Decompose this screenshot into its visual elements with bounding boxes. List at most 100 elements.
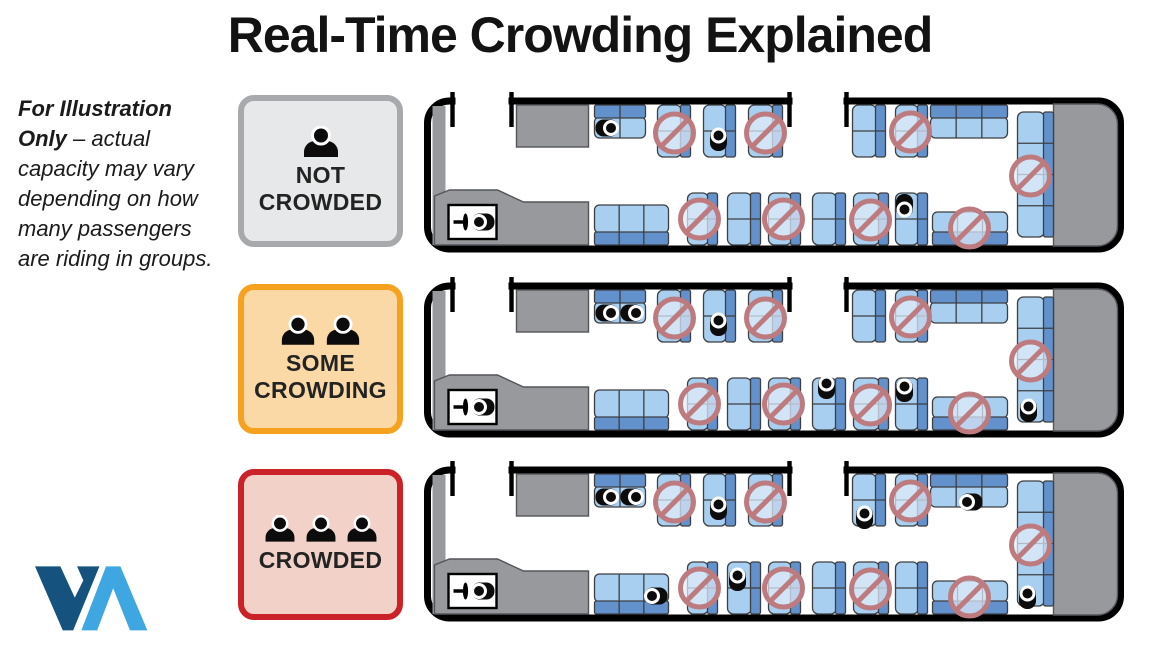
door-post — [509, 92, 514, 127]
door-post — [844, 461, 849, 496]
blocked-seat-icon — [653, 296, 696, 340]
seat-bottom-side-bench — [593, 204, 670, 246]
wheel-well-block — [515, 289, 590, 333]
blocked-seat-icon — [849, 198, 892, 242]
rider-count-icons — [301, 126, 341, 157]
person-head — [603, 305, 619, 321]
passenger-icon — [896, 378, 913, 402]
no-symbol-slash — [660, 118, 689, 148]
blocked-seat-icon — [1009, 339, 1052, 383]
door-post — [450, 277, 455, 312]
blocked-seat-icon — [762, 382, 805, 426]
person-icon — [281, 314, 315, 345]
seat-bot-pair-2 — [726, 377, 762, 431]
passenger-icon — [620, 304, 644, 322]
bus-body — [424, 92, 1124, 253]
no-symbol-slash — [856, 574, 885, 604]
passenger-icon — [856, 505, 873, 529]
person-head — [603, 489, 619, 505]
person-head — [896, 378, 913, 395]
blocked-seat-icon — [678, 382, 721, 426]
no-symbol-slash — [660, 487, 689, 517]
rider-count-icons — [263, 515, 379, 542]
disclaimer-lead: For Illustration Only — [18, 96, 172, 151]
person-head — [471, 583, 487, 599]
no-symbol-slash — [856, 390, 885, 420]
passenger-icon — [1020, 398, 1037, 422]
bus-body — [424, 277, 1124, 438]
blocked-seat-icon — [762, 197, 805, 241]
rear-engine-block — [1052, 472, 1119, 616]
steering-wheel-icon — [462, 582, 469, 600]
blocked-seat-icon — [849, 567, 892, 611]
no-symbol-slash — [769, 573, 798, 603]
steering-wheel-icon — [462, 398, 469, 416]
no-symbol-slash — [685, 389, 714, 419]
blocked-seat-icon — [889, 110, 932, 154]
person-icon — [303, 126, 338, 157]
blocked-seat-icon — [762, 566, 805, 610]
person-head — [644, 588, 660, 604]
door-post — [450, 92, 455, 127]
no-symbol-slash — [685, 573, 714, 603]
person-head — [1020, 398, 1037, 415]
driver-icon — [471, 213, 495, 231]
blocked-seat-icon — [849, 383, 892, 427]
passenger-icon — [710, 312, 727, 336]
no-symbol-slash — [896, 117, 925, 147]
seat-back — [593, 600, 670, 615]
seat-back — [593, 416, 670, 431]
person-head — [710, 127, 727, 144]
person-head — [710, 496, 727, 513]
rider-count-icons — [279, 314, 362, 345]
blocked-seat-icon — [653, 480, 696, 524]
seat-back — [929, 289, 1009, 304]
person-head — [856, 505, 873, 522]
person-head — [471, 214, 487, 230]
seat-bot-pair-6 — [894, 561, 929, 615]
blocked-seat-icon — [678, 566, 721, 610]
blocked-seat-icon — [678, 197, 721, 241]
person-icon — [326, 314, 360, 345]
person-head — [729, 567, 746, 584]
vta-logo-v-shape — [31, 564, 103, 633]
blocked-seat-icon — [744, 111, 787, 155]
vta-logo-a-shape — [77, 564, 152, 633]
seat-top-pair-4 — [851, 289, 887, 343]
door-opening — [455, 95, 509, 107]
door-post — [787, 277, 792, 312]
person-head — [959, 494, 975, 510]
passenger-icon — [644, 587, 668, 605]
door-opening — [792, 95, 844, 107]
blocked-seat-icon — [744, 296, 787, 340]
blocked-seat-icon — [1009, 523, 1052, 567]
blocked-seat-icon — [889, 479, 932, 523]
no-symbol-slash — [1016, 530, 1045, 560]
seat-back — [593, 231, 670, 246]
passenger-icon — [818, 375, 835, 399]
seat-bot-pair-2 — [726, 192, 762, 246]
no-symbol-slash — [896, 486, 925, 516]
seat-bot-pair-4 — [811, 561, 847, 615]
door-post — [787, 461, 792, 496]
wheel-well-block — [515, 473, 590, 517]
blocked-seat-icon — [744, 480, 787, 524]
door-post — [450, 461, 455, 496]
door-opening — [792, 280, 844, 292]
driver-icon — [471, 582, 495, 600]
passenger-icon — [710, 496, 727, 520]
passenger-icon — [595, 488, 619, 506]
no-symbol-slash — [660, 303, 689, 333]
person-icon — [347, 515, 376, 542]
door-post — [509, 461, 514, 496]
seat-cushion — [593, 389, 670, 419]
seat-top-rear-bench — [929, 104, 1009, 139]
seat-back — [929, 473, 1009, 488]
seat-bottom-side-bench — [593, 389, 670, 431]
no-symbol-slash — [751, 487, 780, 517]
no-symbol-slash — [896, 302, 925, 332]
